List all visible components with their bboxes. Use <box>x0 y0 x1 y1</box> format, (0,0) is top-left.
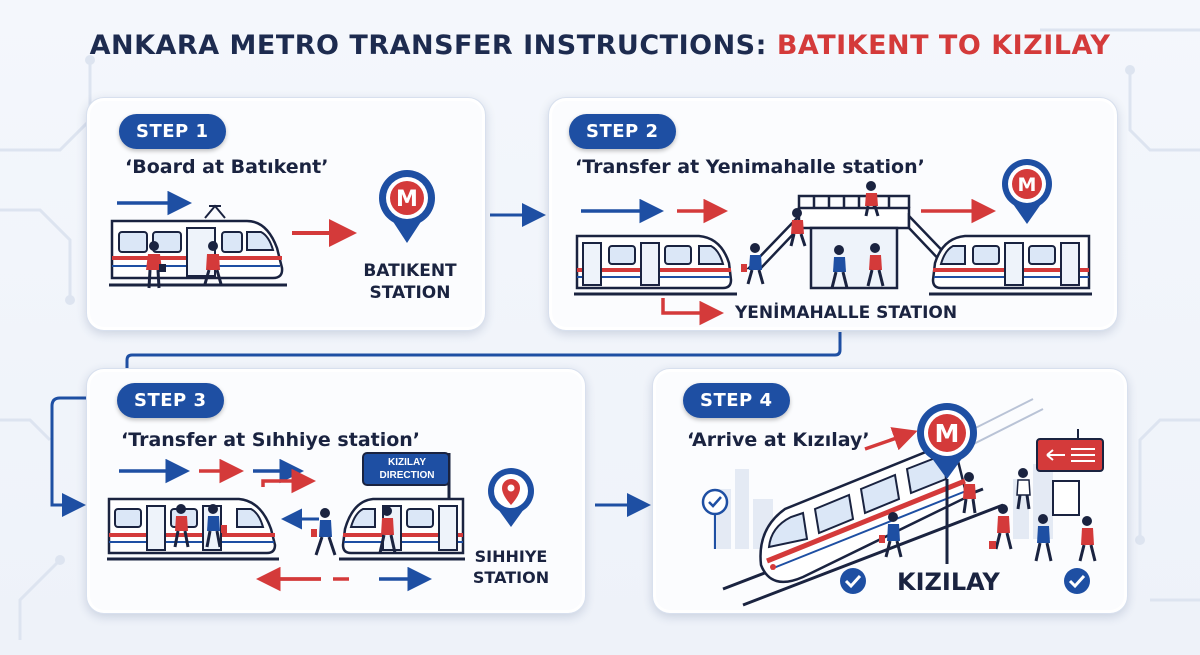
check-icon <box>701 488 729 549</box>
step-2-station-label: YENİMAHALLE STATION <box>735 303 958 323</box>
passenger-icon <box>962 472 977 514</box>
metro-marker-letter: M <box>396 187 418 212</box>
step-2-illustration: M <box>574 159 1092 326</box>
step-3-badge: STEP 3 <box>117 383 224 418</box>
passenger-icon <box>864 181 880 217</box>
step-1-illustration: M <box>109 170 435 289</box>
metro-marker-letter: M <box>935 419 960 448</box>
passenger-icon <box>789 208 807 247</box>
passenger-icon <box>866 243 885 287</box>
step-1-station-line1: BATIKENT <box>363 261 457 281</box>
step-2-instruction: ‘Transfer at Yenimahalle station’ <box>575 156 925 178</box>
train-icon <box>759 439 969 584</box>
step-3-card: STEP 3 ‘Transfer at Sıhhiye station’ <box>86 368 586 614</box>
step-1-station-label: BATIKENT STATION <box>355 260 465 304</box>
passenger-icon <box>311 508 337 556</box>
step-3-station-label: SIHHIYE STATION <box>455 547 567 589</box>
step-1-card: STEP 1 ‘Board at Batıkent’ <box>86 97 486 331</box>
direction-arrow-icon <box>864 427 918 451</box>
train-icon <box>107 497 277 555</box>
direction-sign-icon <box>362 452 451 499</box>
passenger-icon <box>1078 516 1097 562</box>
metro-marker-letter: M <box>1018 174 1037 196</box>
metro-m-icon: M <box>379 170 435 243</box>
passenger-icon <box>203 241 223 285</box>
step-3-illustration <box>107 452 534 592</box>
pantograph-icon <box>204 204 226 219</box>
check-icon <box>840 568 866 594</box>
passenger-icon <box>378 506 397 554</box>
step-1-instruction: ‘Board at Batıkent’ <box>125 156 329 178</box>
info-board <box>1052 480 1080 516</box>
connector-step2-step3 <box>125 332 842 380</box>
passenger-icon <box>879 512 903 558</box>
step-2-card: STEP 2 ‘Transfer at Yenimahalle station’ <box>548 97 1118 331</box>
title-accent: BATIKENT TO KIZILAY <box>776 30 1111 61</box>
direction-sign-text: KIZILAY DIRECTION <box>365 457 449 482</box>
step-4-badge: STEP 4 <box>683 383 790 418</box>
sign-line2: DIRECTION <box>379 469 435 481</box>
passenger-icon <box>1016 468 1031 510</box>
passenger-icon <box>989 504 1013 550</box>
train-icon <box>341 497 465 555</box>
passenger-icon <box>830 245 849 289</box>
page-title: ANKARA METRO TRANSFER INSTRUCTIONS: BATI… <box>0 30 1200 61</box>
step-2-badge: STEP 2 <box>569 114 676 149</box>
passenger-icon <box>205 504 227 548</box>
passenger-icon <box>1034 514 1053 562</box>
train-icon <box>575 234 733 290</box>
step-4-station-label: KIZILAY <box>897 568 1000 596</box>
step-4-instruction: ‘Arrive at Kızılay’ <box>687 429 870 451</box>
passenger-icon <box>146 241 166 289</box>
step-1-station-line2: STATION <box>369 283 451 304</box>
location-pin-icon <box>488 468 534 527</box>
metro-m-icon: M <box>1002 159 1052 224</box>
step-4-card: STEP 4 ‘Arrive at Kızılay’ <box>652 368 1128 614</box>
passenger-icon <box>741 243 765 285</box>
step-1-badge: STEP 1 <box>119 114 226 149</box>
step-3-station-line2: STATION <box>472 567 550 587</box>
check-icon <box>1064 568 1090 594</box>
step-3-station-line1: SIHHIYE <box>474 547 548 566</box>
exit-sign-icon <box>1036 429 1104 472</box>
sign-line1: KIZILAY <box>388 457 426 468</box>
train-icon <box>110 219 284 280</box>
metro-m-icon: M <box>917 403 977 479</box>
train-icon <box>931 234 1091 290</box>
direction-arrow-icon <box>661 298 724 326</box>
passenger-icon <box>173 504 190 548</box>
title-main: ANKARA METRO TRANSFER INSTRUCTIONS: <box>89 30 777 61</box>
step-4-illustration: M <box>701 398 1104 607</box>
direction-arrow-icon <box>261 468 316 494</box>
step-3-instruction: ‘Transfer at Sıhhiye station’ <box>121 429 421 451</box>
connector-step3-loop <box>50 396 110 517</box>
